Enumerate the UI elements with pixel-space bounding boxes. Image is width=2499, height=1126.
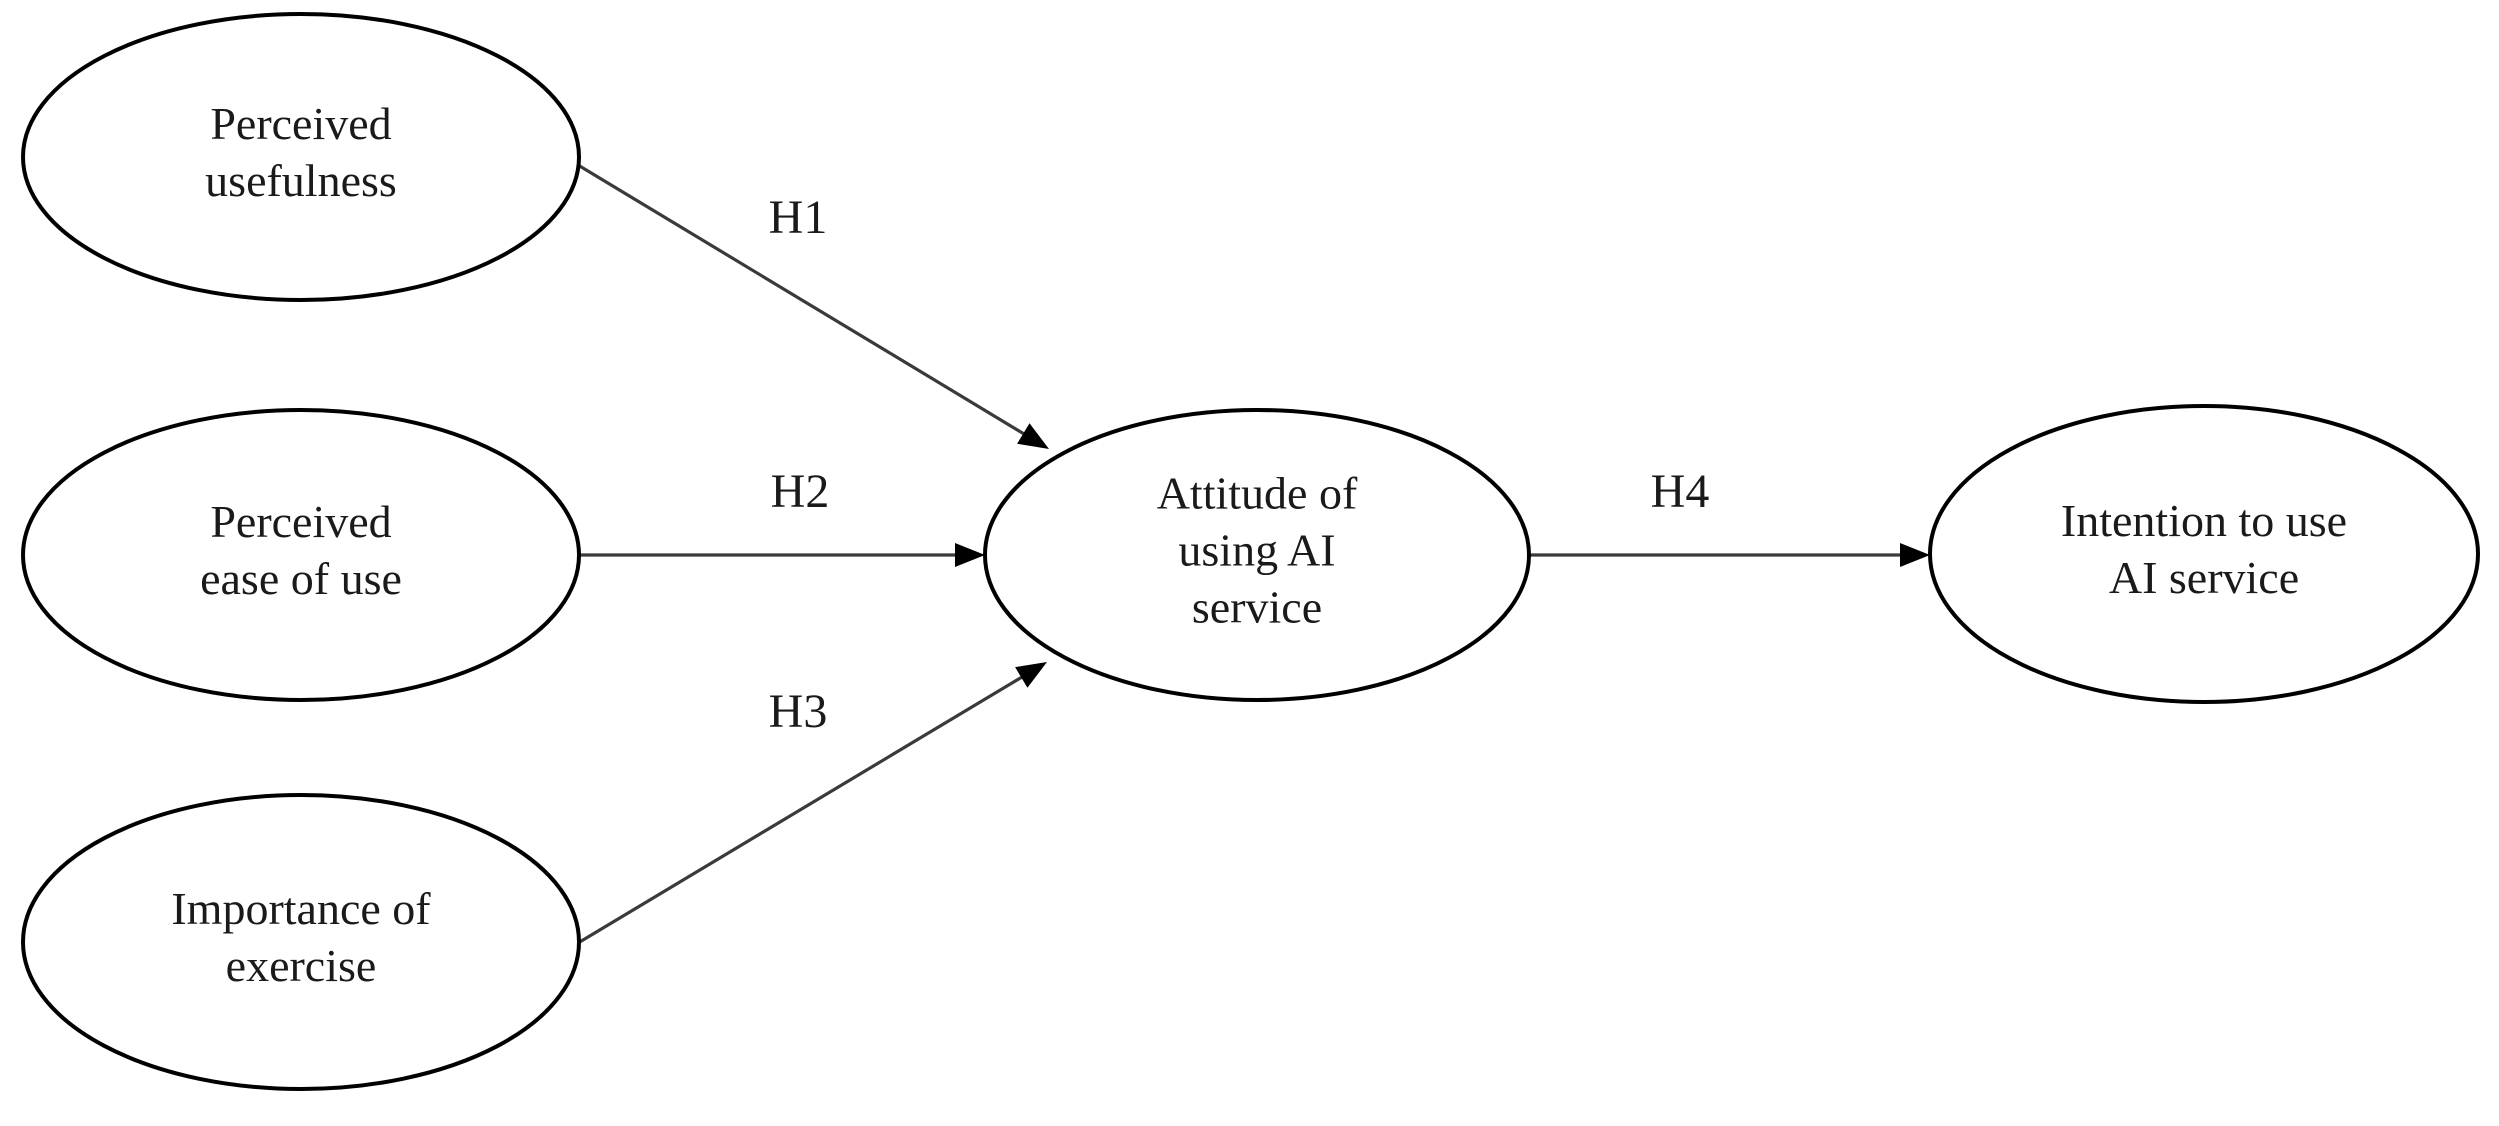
edge-h1-arrowhead xyxy=(1017,423,1049,449)
edge-h1-label: H1 xyxy=(769,191,828,244)
edge-h2[interactable]: H2 xyxy=(573,465,985,567)
edge-h4[interactable]: H4 xyxy=(1528,465,1930,567)
node-attitude-of-using-ai-service[interactable]: Attitude of using AI service xyxy=(983,408,1531,702)
node-importance-of-exercise-label-line1: Importance of xyxy=(171,883,431,934)
edge-h2-label: H2 xyxy=(771,465,830,518)
edge-h3-line xyxy=(572,671,1029,948)
node-importance-of-exercise[interactable]: Importance of exercise xyxy=(21,793,581,1091)
edge-h1-line xyxy=(572,160,1031,439)
node-importance-of-exercise-label-line2: exercise xyxy=(226,940,377,991)
node-perceived-usefulness[interactable]: Perceived usefulness xyxy=(21,12,581,302)
edge-h4-arrowhead xyxy=(1900,543,1930,567)
node-importance-of-exercise-shape xyxy=(21,793,581,1091)
node-attitude-of-using-ai-service-label-line1: Attitude of xyxy=(1157,468,1358,519)
node-attitude-of-using-ai-service-label-line3: service xyxy=(1192,582,1322,633)
node-perceived-ease-of-use-shape xyxy=(21,408,581,702)
node-intention-to-use-ai-service-shape xyxy=(1928,404,2480,704)
edge-h3-label: H3 xyxy=(769,685,828,738)
node-perceived-usefulness-label-line1: Perceived xyxy=(210,98,391,149)
node-perceived-ease-of-use[interactable]: Perceived ease of use xyxy=(21,408,581,702)
edge-h4-label: H4 xyxy=(1651,465,1710,518)
node-intention-to-use-ai-service[interactable]: Intention to use AI service xyxy=(1928,404,2480,704)
node-intention-to-use-ai-service-label-line1: Intention to use xyxy=(2061,495,2347,546)
node-perceived-ease-of-use-label-line1: Perceived xyxy=(210,496,391,547)
edge-h3-arrowhead xyxy=(1015,662,1047,688)
node-intention-to-use-ai-service-label-line2: AI service xyxy=(2109,552,2299,603)
node-perceived-ease-of-use-label-line2: ease of use xyxy=(200,553,402,604)
node-perceived-usefulness-shape xyxy=(21,12,581,302)
node-attitude-of-using-ai-service-shape xyxy=(983,408,1531,702)
node-perceived-usefulness-label-line2: usefulness xyxy=(205,155,397,206)
edge-h2-arrowhead xyxy=(955,543,985,567)
node-attitude-of-using-ai-service-label-line2: using AI xyxy=(1178,525,1335,576)
edge-h3[interactable]: H3 xyxy=(572,662,1047,948)
edge-h1[interactable]: H1 xyxy=(572,160,1049,449)
